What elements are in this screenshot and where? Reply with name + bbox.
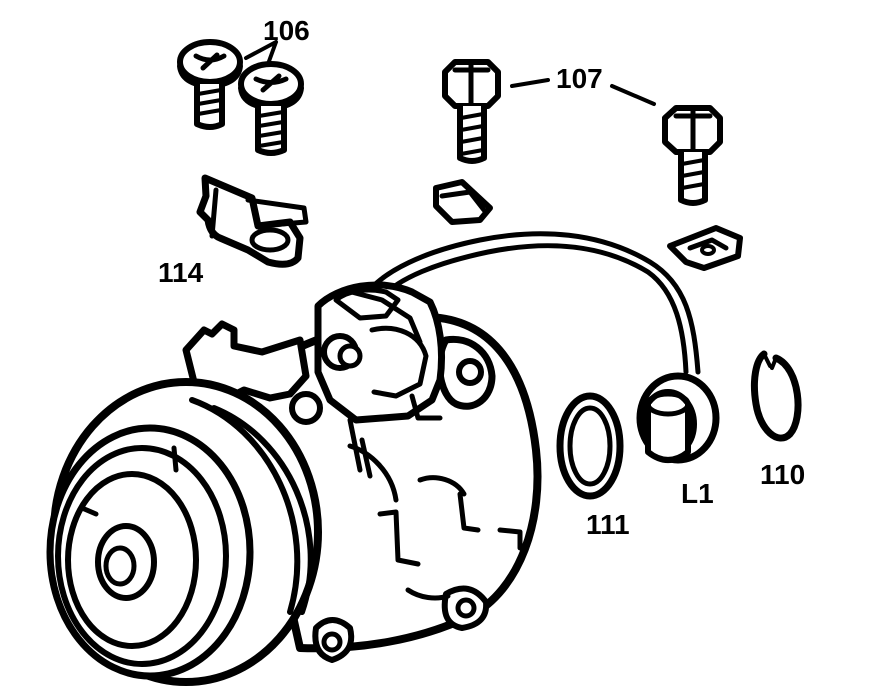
callout-110: 110 [760,459,805,490]
callout-106: 106 [263,15,310,46]
wire-harness [359,231,701,375]
callout-114: 114 [158,257,204,288]
o-ring-111 [556,392,624,500]
circlip-110 [750,350,802,442]
leader-106 [244,40,278,66]
callout-111: 111 [586,509,630,540]
screw-106-left [177,39,243,130]
cable-clip-right [667,225,743,271]
callout-l1: L1 [681,478,714,509]
leader-107 [510,78,656,106]
bolt-107-left [442,59,501,164]
screw-106-right [238,61,304,156]
clutch-pulley [46,378,322,686]
bolt-107-right [662,105,723,206]
bracket-114 [196,174,309,268]
callout-107: 107 [556,63,603,94]
pressure-switch-l1 [636,372,720,464]
cable-clip-left [433,179,493,225]
